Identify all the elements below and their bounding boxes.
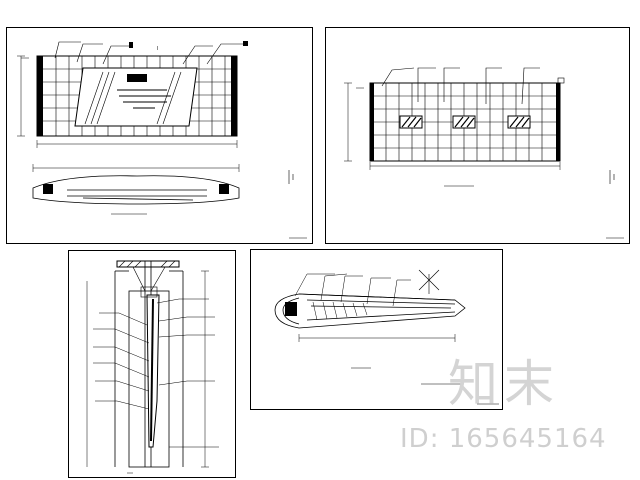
front-elevation-drawing: l (17, 41, 307, 239)
drawing-sheet-section (68, 250, 236, 478)
watermark-id: ID: 165645164 (400, 424, 607, 454)
drawing-sheet-rear-elevation (325, 27, 630, 244)
section-drawing (86, 260, 219, 474)
svg-text:l: l (157, 46, 158, 52)
drawing-sheet-plan-detail (250, 249, 503, 410)
plan-detail-drawing (274, 269, 499, 405)
watermark-logo: 知末 (448, 355, 560, 413)
drawing-sheet-front-elevation: l (6, 27, 313, 244)
rear-elevation-drawing (344, 67, 624, 239)
